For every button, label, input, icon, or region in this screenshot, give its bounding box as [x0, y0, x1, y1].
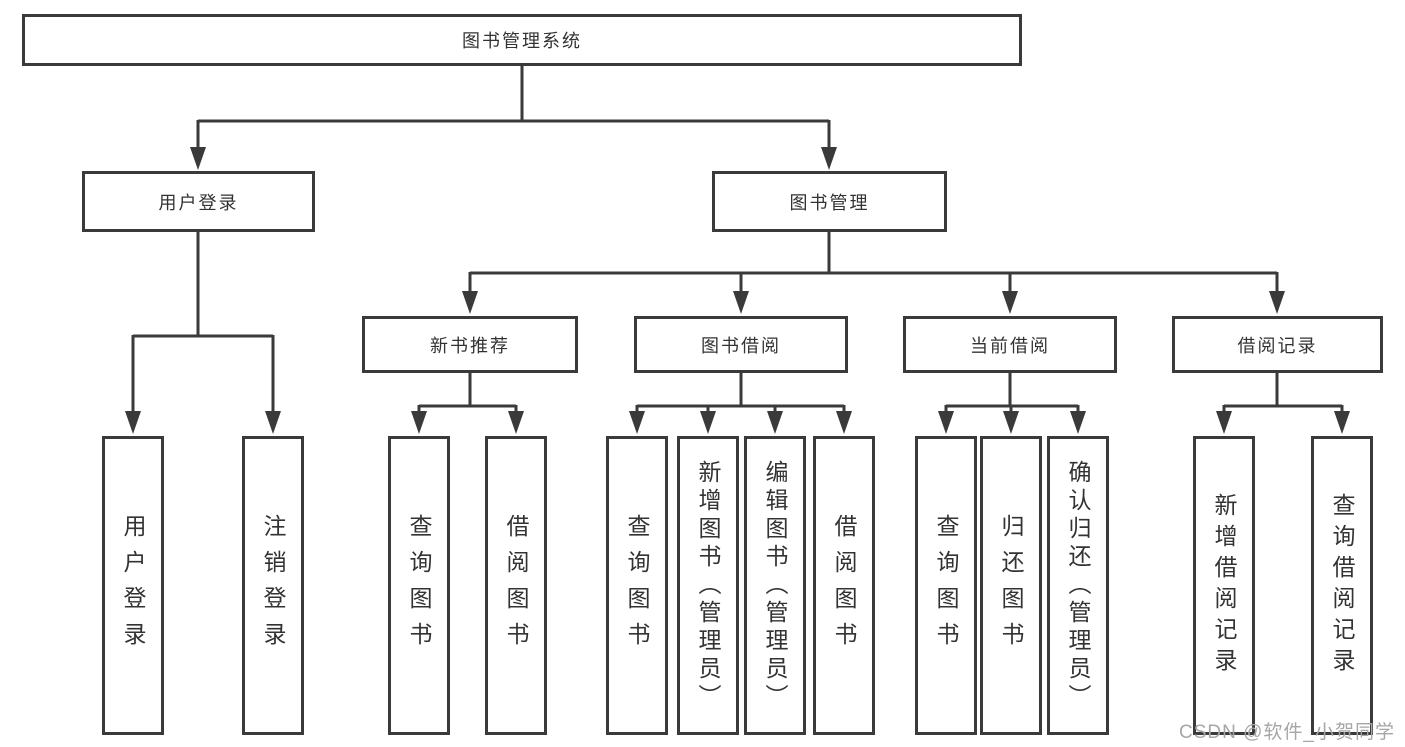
leaf-add-borrow-record: 新增借阅记录 — [1193, 436, 1255, 735]
leaf-borrow-books-recommend: 借阅图书 — [485, 436, 547, 735]
node-current-borrow-label: 当前借阅 — [970, 335, 1050, 356]
node-book-borrow-label: 图书借阅 — [701, 335, 781, 356]
node-book-management-label: 图书管理 — [789, 192, 870, 213]
leaf-borrow-books-borrow: 借阅图书 — [813, 436, 875, 735]
leaf-user-login-label: 用户登录 — [120, 513, 146, 658]
leaf-borrow-books-borrow-label: 借阅图书 — [831, 513, 857, 658]
leaf-query-borrow-record: 查询借阅记录 — [1311, 436, 1373, 735]
leaf-logout: 注销登录 — [242, 436, 304, 735]
leaf-borrow-books-recommend-label: 借阅图书 — [503, 513, 529, 658]
leaf-query-books-recommend-label: 查询图书 — [406, 513, 432, 658]
leaf-user-login: 用户登录 — [102, 436, 164, 735]
leaf-query-books-recommend: 查询图书 — [388, 436, 450, 735]
leaf-confirm-return-admin-label: 确认归还（管理员） — [1065, 459, 1091, 712]
node-current-borrow: 当前借阅 — [903, 316, 1117, 373]
leaf-query-books-current: 查询图书 — [915, 436, 977, 735]
node-user-login: 用户登录 — [82, 171, 315, 232]
leaf-confirm-return-admin: 确认归还（管理员） — [1047, 436, 1109, 735]
leaf-query-books-borrow-label: 查询图书 — [624, 513, 650, 658]
node-new-book-recommend: 新书推荐 — [362, 316, 578, 373]
leaf-query-borrow-record-label: 查询借阅记录 — [1329, 492, 1355, 679]
node-root: 图书管理系统 — [22, 14, 1022, 66]
node-book-borrow: 图书借阅 — [634, 316, 848, 373]
node-borrow-records-label: 借阅记录 — [1237, 335, 1318, 356]
node-user-login-label: 用户登录 — [158, 192, 239, 213]
csdn-watermark: CSDN @软件_小贺同学 — [1179, 722, 1395, 743]
leaf-return-book: 归还图书 — [980, 436, 1042, 735]
leaf-add-book-admin: 新增图书（管理员） — [677, 436, 739, 735]
leaf-edit-book-admin-label: 编辑图书（管理员） — [762, 459, 788, 712]
node-new-book-recommend-label: 新书推荐 — [430, 335, 510, 356]
leaf-add-book-admin-label: 新增图书（管理员） — [695, 459, 721, 712]
leaf-add-borrow-record-label: 新增借阅记录 — [1211, 492, 1237, 679]
node-borrow-records: 借阅记录 — [1172, 316, 1383, 373]
leaf-edit-book-admin: 编辑图书（管理员） — [744, 436, 806, 735]
node-root-label: 图书管理系统 — [462, 31, 582, 51]
leaf-query-books-current-label: 查询图书 — [933, 513, 959, 658]
node-book-management: 图书管理 — [712, 171, 947, 232]
leaf-logout-label: 注销登录 — [260, 513, 286, 658]
leaf-return-book-label: 归还图书 — [998, 513, 1024, 658]
leaf-query-books-borrow: 查询图书 — [606, 436, 668, 735]
